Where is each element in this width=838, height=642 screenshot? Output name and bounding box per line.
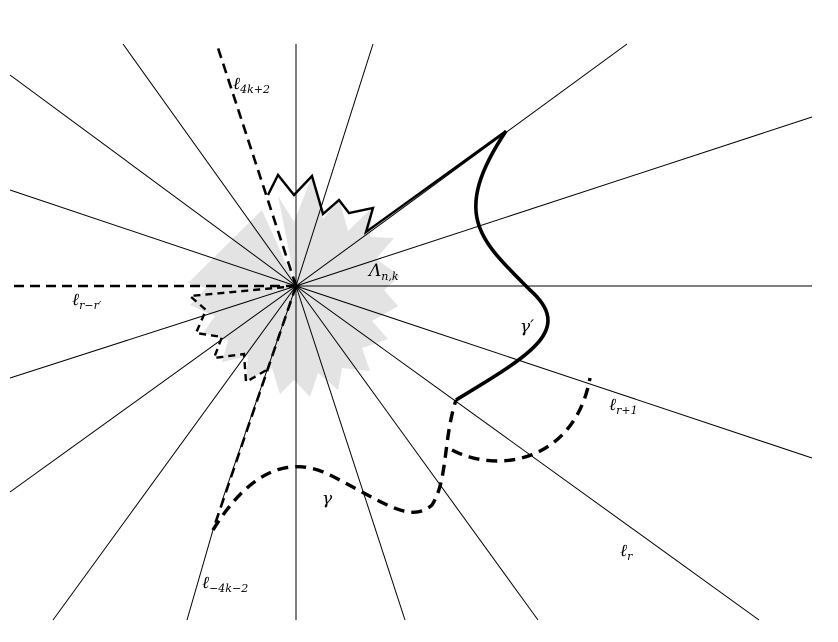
dashed-rays [10, 47, 298, 531]
label-l-r-minus-r-prime: ℓr−r′ [72, 290, 102, 312]
ray [9, 189, 297, 287]
ray [186, 529, 214, 621]
curve-gamma [211, 399, 458, 531]
ray [295, 116, 813, 287]
ray [295, 285, 813, 459]
label-gamma: γ [322, 489, 333, 509]
ray [295, 43, 374, 287]
zigzag-boundary-dashed [187, 284, 297, 385]
ray [9, 74, 297, 287]
ray [295, 43, 628, 287]
ray [295, 285, 406, 621]
ray [9, 285, 297, 493]
label-l-minus-4k-minus-2: ℓ−4k−2 [202, 573, 248, 595]
label-lambda-n-k: Λn,k [367, 261, 399, 283]
ray-l-minus-4k-minus-2 [211, 285, 298, 531]
ray-l-4k-plus-2 [216, 47, 298, 287]
zigzag-boundary-solid [266, 130, 507, 236]
ray-lines [9, 43, 813, 621]
curve-gamma-prime [455, 130, 550, 402]
curve-gamma-branch [451, 377, 592, 463]
ray [52, 285, 297, 621]
ray [122, 43, 297, 287]
ray [295, 285, 760, 621]
label-l-4k-plus-2: ℓ4k+2 [233, 74, 270, 96]
label-l-r-plus-1: ℓr+1 [609, 395, 638, 417]
ray [295, 285, 539, 621]
label-gamma-prime: γ′ [520, 317, 534, 337]
label-l-r: ℓr [620, 541, 633, 563]
ray [9, 285, 297, 379]
